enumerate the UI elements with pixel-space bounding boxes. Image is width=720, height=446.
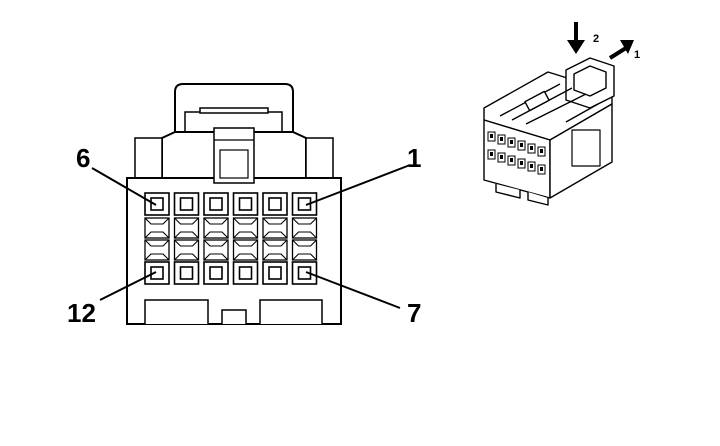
iso-pin-dot xyxy=(510,158,513,162)
pin-terminal xyxy=(150,266,164,280)
pull-arrow-shaft xyxy=(608,46,628,60)
iso-side-recess xyxy=(571,129,601,167)
latch-ridge xyxy=(199,107,269,114)
latch-window-inner xyxy=(219,149,249,179)
pin-terminal xyxy=(179,197,194,211)
cavity-chamfer xyxy=(173,239,200,261)
pin-terminal xyxy=(179,266,194,280)
label-arrow-2: 2 xyxy=(593,33,599,45)
cavity-chamfer xyxy=(291,239,318,261)
pin-terminal xyxy=(209,197,223,211)
chamfer-lines xyxy=(174,239,199,261)
cavity-chamfer xyxy=(144,239,170,261)
iso-pin-dot xyxy=(530,146,533,150)
chamfer-lines xyxy=(292,239,317,261)
iso-side-latch xyxy=(565,103,599,123)
label-pin-12: 12 xyxy=(67,298,96,328)
cavity-chamfer xyxy=(173,217,200,239)
leader-lines xyxy=(91,164,411,309)
label-pin-6: 6 xyxy=(76,143,90,173)
chamfer-lines xyxy=(144,239,170,261)
iso-top-window xyxy=(524,90,550,112)
cavity-chamfer xyxy=(232,239,259,261)
cavity-chamfer xyxy=(262,239,288,261)
label-arrow-1: 1 xyxy=(634,49,640,61)
label-pin-7: 7 xyxy=(407,298,421,328)
leader-line-1 xyxy=(305,164,411,206)
right-shoulder-step xyxy=(305,137,334,179)
connector-iso-view xyxy=(483,57,615,206)
leader-line-6 xyxy=(91,167,157,206)
leader-line-7 xyxy=(305,271,401,309)
iso-pin-dot xyxy=(540,167,543,171)
iso-pin-dot xyxy=(490,152,493,156)
pin-cavity-grid xyxy=(144,192,318,285)
pin-terminal xyxy=(209,266,223,280)
label-pin-1: 1 xyxy=(407,143,421,173)
iso-feet xyxy=(495,184,549,206)
iso-pin-dot xyxy=(500,155,503,159)
iso-pin-dot xyxy=(510,140,513,144)
pin-terminal xyxy=(238,197,253,211)
chamfer-lines xyxy=(203,217,229,239)
cavity-chamfer xyxy=(144,217,170,239)
pin-terminal xyxy=(268,266,282,280)
leader-line-12 xyxy=(99,271,157,301)
chamfer-lines xyxy=(203,239,229,261)
iso-pin-dot xyxy=(490,134,493,138)
arrow-pull xyxy=(608,40,634,60)
left-shoulder-step xyxy=(134,137,163,179)
iso-pin-dot xyxy=(520,143,523,147)
iso-cavity-grid xyxy=(487,131,546,175)
pin-terminal xyxy=(238,266,253,280)
cavity-chamfer xyxy=(203,239,229,261)
chamfer-lines xyxy=(233,239,258,261)
iso-latch-slot xyxy=(573,65,607,97)
cavity-chamfer xyxy=(203,217,229,239)
cavity-chamfer xyxy=(291,217,318,239)
cavity-chamfer xyxy=(262,217,288,239)
chamfer-lines xyxy=(144,217,170,239)
iso-pin-dot xyxy=(520,161,523,165)
iso-pin-dot xyxy=(500,137,503,141)
pin-terminal xyxy=(268,197,282,211)
chamfer-lines xyxy=(292,217,317,239)
chamfer-lines xyxy=(233,217,258,239)
chamfer-lines xyxy=(174,217,199,239)
pin-terminal xyxy=(150,197,164,211)
bottom-keyway xyxy=(144,299,323,324)
press-arrow-head xyxy=(567,40,585,54)
iso-pin-dot xyxy=(530,164,533,168)
center-notch xyxy=(221,309,247,324)
chamfer-lines xyxy=(262,217,288,239)
cavity-chamfer xyxy=(232,217,259,239)
iso-top-rib-3 xyxy=(525,93,587,125)
chamfer-lines xyxy=(262,239,288,261)
arrow-press xyxy=(567,22,585,54)
pull-arrow-head xyxy=(620,40,634,54)
iso-pin-dot xyxy=(540,149,543,153)
